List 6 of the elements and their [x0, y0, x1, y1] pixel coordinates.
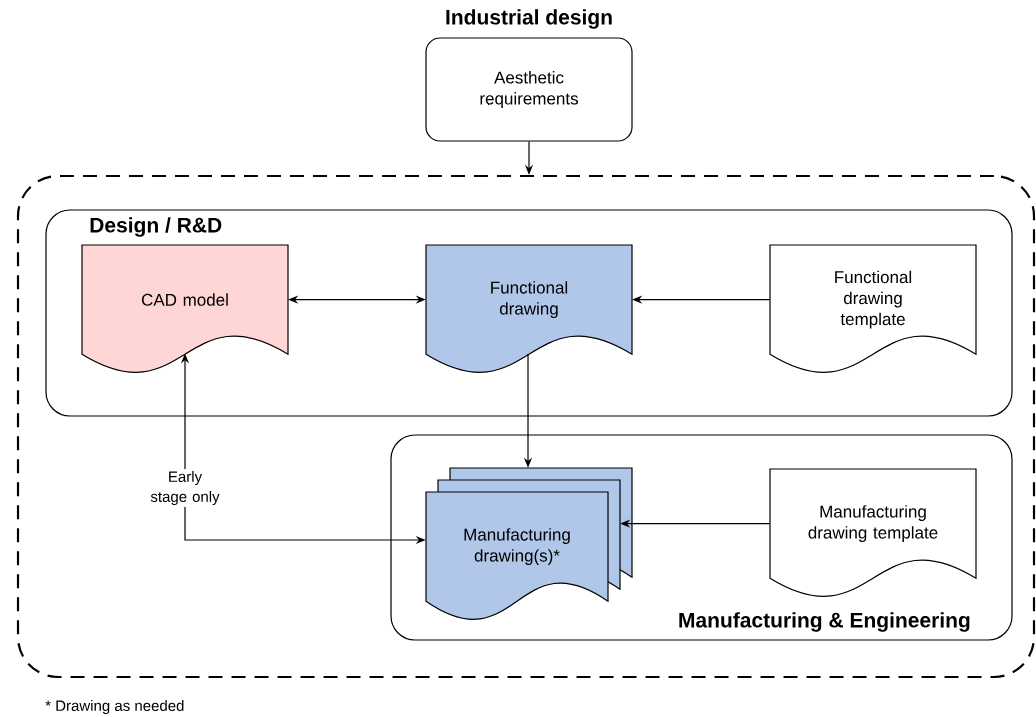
document-stack: Manufacturing drawing(s)* [425, 467, 633, 620]
dashed-boundary [16, 174, 1036, 679]
edge-label: Early stage only [138, 469, 232, 507]
heading: Industrial design [446, 9, 612, 29]
footnote: * Drawing as needed [45, 700, 184, 714]
process-box: Aesthetic requirements [425, 37, 633, 142]
